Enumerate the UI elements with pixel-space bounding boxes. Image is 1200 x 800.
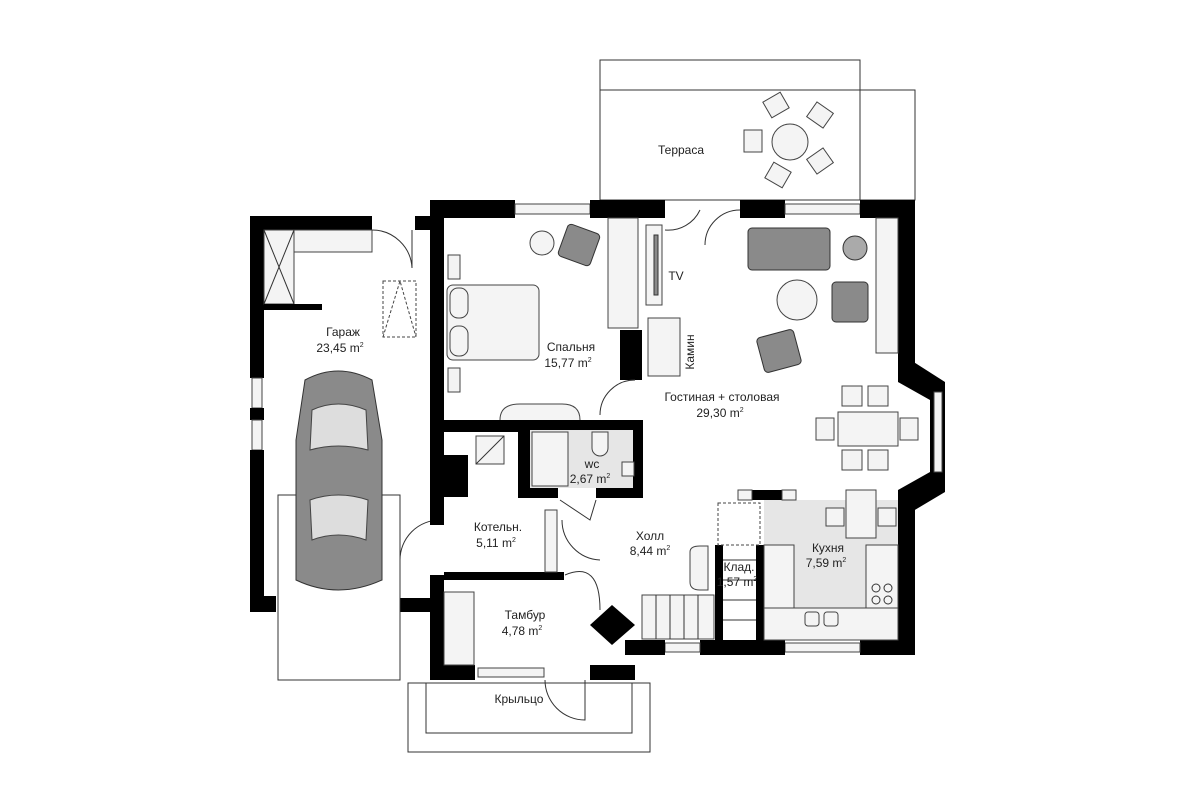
room-name-porch: Крыльцо bbox=[495, 692, 544, 706]
garage: Гараж 23,45 m2 bbox=[250, 216, 444, 681]
room-area-bedroom: 15,77 m2 bbox=[544, 356, 591, 370]
boiler-room: Котельн. 5,11 m2 bbox=[474, 435, 558, 573]
room-name-garage: Гараж bbox=[326, 325, 360, 339]
room-area-storage: 1,57 m2 bbox=[717, 575, 758, 589]
fireplace-label: Камин bbox=[683, 334, 697, 369]
room-name-vestibule: Тамбур bbox=[505, 608, 546, 622]
wc-room: wc 2,67 m2 bbox=[530, 430, 635, 521]
room-area-boiler: 5,11 m2 bbox=[476, 536, 516, 550]
bedroom-furniture: Спальня 15,77 m2 bbox=[446, 217, 639, 421]
terrace bbox=[599, 59, 916, 201]
room-name-living: Гостиная + столовая bbox=[664, 390, 779, 404]
room-name-terrace: Терраса bbox=[658, 143, 704, 157]
plant-icon bbox=[842, 235, 868, 261]
cooktop-icon bbox=[871, 583, 893, 605]
room-name-storage: Клад. bbox=[723, 560, 754, 574]
house-walls bbox=[430, 200, 945, 680]
room-area-hall: 8,44 m2 bbox=[630, 544, 671, 558]
room-area-garage: 23,45 m2 bbox=[316, 341, 363, 355]
living-furniture: TV Камин Гостиная + столовая 29,30 m2 bbox=[645, 209, 919, 471]
car-icon bbox=[295, 370, 383, 591]
hall: Холл 8,44 m2 Клад. 1,57 m2 bbox=[561, 502, 761, 640]
room-name-hall: Холл bbox=[636, 529, 664, 543]
vestibule: Тамбур 4,78 m2 Крыльцо bbox=[407, 591, 651, 753]
room-name-bedroom: Спальня bbox=[547, 340, 595, 354]
room-name-kitchen: Кухня bbox=[812, 541, 844, 555]
kitchen: Кухня 7,59 m2 bbox=[737, 489, 899, 641]
room-name-wc: wc bbox=[584, 457, 600, 471]
room-name-boiler: Котельн. bbox=[474, 520, 522, 534]
room-area-wc: 2,67 m2 bbox=[570, 472, 611, 486]
tv-label: TV bbox=[668, 269, 683, 283]
sink-icon bbox=[804, 611, 820, 627]
room-area-vestibule: 4,78 m2 bbox=[502, 624, 543, 638]
terrace-table-set bbox=[743, 91, 835, 189]
room-area-living: 29,30 m2 bbox=[696, 406, 743, 420]
room-area-kitchen: 7,59 m2 bbox=[806, 556, 847, 570]
